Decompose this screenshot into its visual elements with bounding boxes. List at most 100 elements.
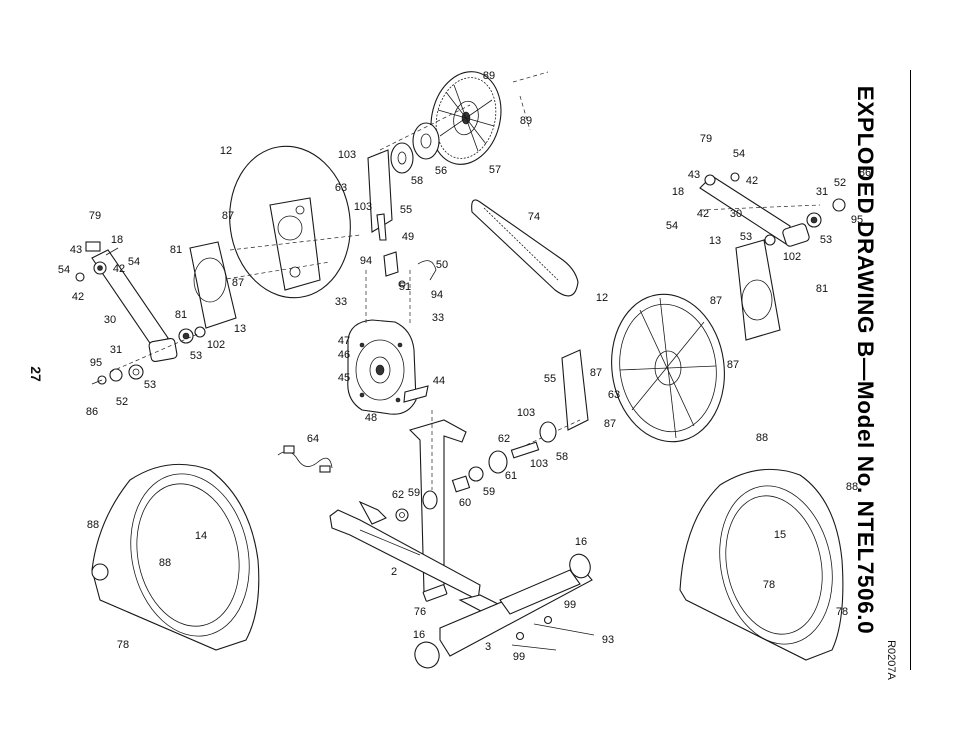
callout-label: 88: [846, 481, 858, 493]
callout-label: 81: [175, 309, 187, 321]
callout-label: 78: [763, 579, 775, 591]
callout-label: 15: [774, 529, 786, 541]
callout-label: 81: [170, 244, 182, 256]
callout-label: 76: [414, 606, 426, 618]
left-crank-arm: [91, 249, 169, 353]
callout-label: 87: [232, 277, 244, 289]
callout-label: 63: [608, 389, 620, 401]
right-shroud: [679, 468, 844, 661]
callout-label: 60: [459, 497, 471, 509]
callout-label: 94: [360, 255, 372, 267]
callout-label: 43: [70, 244, 82, 256]
callout-label: 2: [391, 566, 397, 578]
callout-label: 42: [113, 263, 125, 275]
callout-label: 42: [697, 208, 709, 220]
callout-label: 43: [688, 169, 700, 181]
callout-label: 42: [72, 291, 84, 303]
callout-label: 59: [483, 486, 495, 498]
callout-label: 3: [485, 641, 491, 653]
callout-label: 62: [392, 489, 404, 501]
callout-label: 58: [556, 451, 568, 463]
callout-label: 57: [489, 164, 501, 176]
callout-label: 53: [190, 350, 202, 362]
callout-label: 78: [836, 606, 848, 618]
callout-label: 54: [666, 220, 678, 232]
callout-label: 49: [402, 231, 414, 243]
callout-label: 94: [431, 289, 443, 301]
callout-label: 103: [354, 201, 372, 213]
callout-label: 87: [590, 367, 602, 379]
callout-label: 61: [505, 470, 517, 482]
flywheel: [430, 71, 502, 165]
callout-label: 86: [859, 167, 871, 179]
callout-label: 55: [400, 204, 412, 216]
callout-label: 53: [740, 231, 752, 243]
callout-label: 79: [89, 210, 101, 222]
callout-label: 18: [111, 234, 123, 246]
callout-label: 18: [672, 186, 684, 198]
callout-label: 89: [520, 115, 532, 127]
callout-label: 102: [207, 339, 225, 351]
callout-label: 89: [483, 70, 495, 82]
callout-label: 103: [530, 458, 548, 470]
callout-label: 13: [709, 235, 721, 247]
callout-label: 12: [220, 145, 232, 157]
callout-label: 54: [128, 256, 140, 268]
callout-label: 48: [365, 412, 377, 424]
center-housing: [347, 319, 429, 415]
callout-label: 103: [338, 149, 356, 161]
part-55: [367, 149, 393, 233]
part-56: [412, 122, 440, 160]
callout-label: 16: [413, 629, 425, 641]
callout-label: 56: [435, 165, 447, 177]
callout-label: 63: [335, 182, 347, 194]
callout-label: 55: [544, 373, 556, 385]
callout-label: 33: [335, 296, 347, 308]
callout-label: 95: [851, 214, 863, 226]
callout-label: 30: [104, 314, 116, 326]
callout-label: 42: [746, 175, 758, 187]
callout-label: 95: [90, 357, 102, 369]
part-55-right: [561, 349, 589, 431]
callout-label: 88: [159, 557, 171, 569]
callout-label: 31: [110, 344, 122, 356]
right-cover-wheel: [611, 293, 725, 443]
left-shroud: [91, 463, 260, 651]
callout-label: 103: [517, 407, 535, 419]
left-bracket: [189, 241, 237, 329]
callout-label: 87: [727, 359, 739, 371]
callout-label: 53: [144, 379, 156, 391]
callout-label: 52: [116, 396, 128, 408]
callout-label: 52: [834, 177, 846, 189]
callout-label: 14: [195, 530, 207, 542]
callout-label: 64: [307, 433, 319, 445]
callout-label: 74: [528, 211, 540, 223]
callout-label: 99: [513, 651, 525, 663]
part-58: [390, 142, 414, 174]
callout-label: 59: [408, 487, 420, 499]
callout-label: 12: [596, 292, 608, 304]
callout-label: 78: [117, 639, 129, 651]
callout-label: 88: [756, 432, 768, 444]
callout-label: 93: [602, 634, 614, 646]
callout-label: 50: [436, 259, 448, 271]
title-rule: [910, 70, 911, 670]
callout-label: 81: [816, 283, 828, 295]
callout-label: 99: [564, 599, 576, 611]
callout-label: 46: [338, 349, 350, 361]
callout-label: 102: [783, 251, 801, 263]
callout-label: 88: [87, 519, 99, 531]
callout-label: 16: [575, 536, 587, 548]
callout-label: 13: [234, 323, 246, 335]
callout-label: 45: [338, 372, 350, 384]
callout-label: 87: [604, 418, 616, 430]
callout-label: 53: [820, 234, 832, 246]
callout-label: 54: [733, 148, 745, 160]
callout-label: 31: [816, 186, 828, 198]
callout-label: 86: [86, 406, 98, 418]
callout-label: 54: [58, 264, 70, 276]
callout-label: 79: [700, 133, 712, 145]
